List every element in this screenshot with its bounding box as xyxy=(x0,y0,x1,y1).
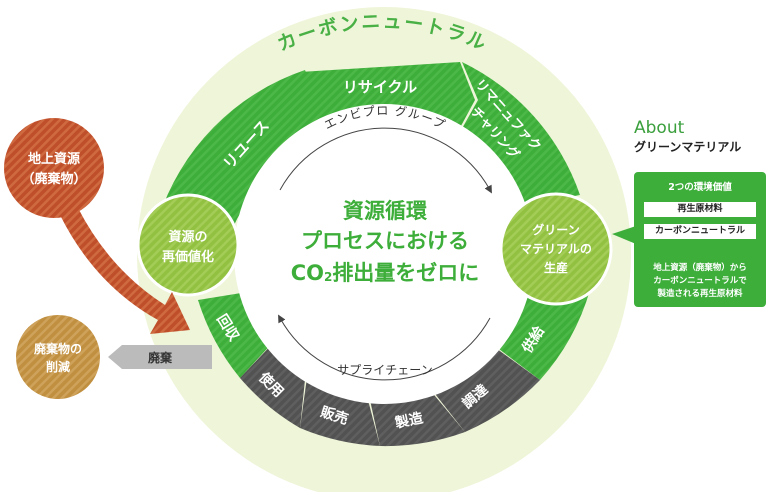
about-panel: About グリーンマテリアル xyxy=(634,118,768,156)
center-circle xyxy=(234,104,534,404)
about-box: 2つの環境価値 再生原材料 カーボンニュートラル 地上資源（廃棄物）から カーボ… xyxy=(634,172,766,307)
about-desc-line-2: カーボンニュートラルで xyxy=(653,276,747,286)
center-line-2: プロセスにおける xyxy=(301,229,469,253)
ground-resources-node xyxy=(4,118,104,218)
bottom-arc-label: サプライチェーン xyxy=(337,363,432,377)
about-item-recycled-material: 再生原材料 xyxy=(644,202,756,217)
disposal-arrow xyxy=(108,345,212,369)
node-green-material xyxy=(499,192,613,306)
about-pointer xyxy=(612,226,636,244)
waste-reduction-line-2: 削減 xyxy=(46,359,70,374)
node-green-material-line-3: 生産 xyxy=(544,260,568,275)
inner-bottom-arc-line xyxy=(278,314,491,381)
center-line-3: CO2排出量をゼロに xyxy=(291,261,480,285)
ground-resources-arrow xyxy=(60,208,190,334)
node-green-material-line-2: マテリアルの xyxy=(520,242,592,256)
waste-reduction-line-1: 廃棄物の xyxy=(34,341,82,356)
label-manufacture: 製造 xyxy=(393,409,425,432)
node-green-material-line-1: グリーン xyxy=(532,222,579,237)
about-title: About xyxy=(634,118,685,138)
segment-procure xyxy=(432,346,540,432)
node-revaluation-line-2: 再価値化 xyxy=(162,249,214,265)
about-desc-line-3: 製造される再生原材料 xyxy=(657,289,743,299)
segment-manufacture xyxy=(370,390,465,447)
about-subtitle: グリーンマテリアル xyxy=(634,140,742,154)
segment-reuse xyxy=(158,70,333,235)
disposal-arrow-label: 廃棄 xyxy=(148,350,173,365)
about-description: 地上資源（廃棄物）から カーボンニュートラルで 製造される再生原材料 xyxy=(638,262,762,301)
label-recycle: リサイクル xyxy=(343,78,417,96)
ground-resources-line-1: 地上資源 xyxy=(28,151,80,167)
inner-top-arc-line xyxy=(279,127,492,194)
waste-reduction-node xyxy=(16,315,100,399)
center-line-1: 資源循環 xyxy=(343,199,428,223)
about-item-carbon-neutral: カーボンニュートラル xyxy=(644,224,756,239)
node-revaluation-line-1: 資源の xyxy=(168,229,207,245)
about-desc-line-1: 地上資源（廃棄物）から xyxy=(653,263,747,273)
node-revaluation xyxy=(136,193,240,297)
about-heading: 2つの環境価値 xyxy=(668,182,732,193)
ground-resources-line-2: （廃棄物） xyxy=(21,171,86,187)
